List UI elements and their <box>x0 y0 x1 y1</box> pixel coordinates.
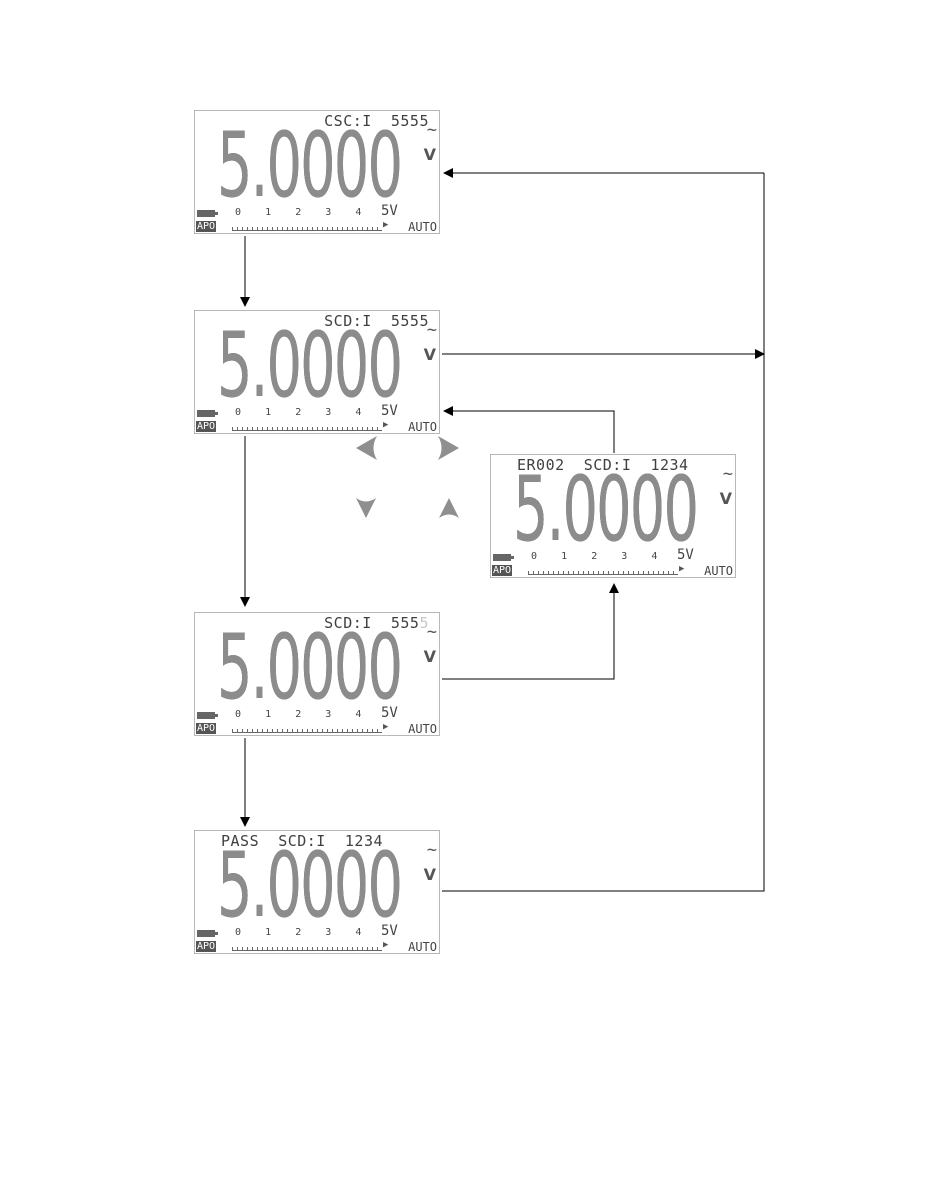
unit-label: V <box>423 647 436 666</box>
down-arrow-icon <box>356 498 376 518</box>
status-line: PASS SCD:I 1234 <box>221 832 383 850</box>
battery-icon <box>197 210 218 217</box>
status-line: SCD:I 5555 <box>324 614 429 632</box>
bargraph-ticks <box>528 571 678 575</box>
bargraph-baseline <box>528 574 678 575</box>
main-reading: 5.0000 <box>217 113 403 218</box>
bargraph-end-icon: ▶ <box>383 220 389 230</box>
mode-text: CSC:I <box>324 112 372 130</box>
status-text: PASS <box>221 832 260 850</box>
bargraph-end-icon: ▶ <box>383 940 389 950</box>
bargraph-baseline <box>232 732 382 733</box>
ac-icon: ~ <box>426 120 437 140</box>
right-arrow-icon <box>438 436 459 460</box>
range-label: AUTO <box>408 220 437 234</box>
count-text: 5555 <box>390 112 429 130</box>
bargraph-unit: 5V <box>677 547 694 563</box>
bargraph-end-icon: ▶ <box>679 564 685 574</box>
count-text: 555 <box>390 614 420 632</box>
mode-text: SCD:I <box>278 832 326 850</box>
bargraph-baseline <box>232 430 382 431</box>
bargraph-unit: 5V <box>381 403 398 419</box>
key-arrows <box>356 436 459 518</box>
mode-text: SCD:I <box>324 614 372 632</box>
arrow-screen4-to-error <box>442 583 619 680</box>
bargraph-baseline <box>232 230 382 231</box>
bargraph-scale: 0 1 2 3 4 <box>235 407 362 418</box>
ac-icon: ~ <box>722 464 733 484</box>
count-text: 1234 <box>650 456 689 474</box>
battery-icon <box>197 712 218 719</box>
apo-badge: APO <box>196 723 217 734</box>
status-line: ER002 SCD:I 1234 <box>517 456 689 474</box>
bargraph-ticks <box>232 227 382 231</box>
bargraph-end-icon: ▶ <box>383 420 389 430</box>
apo-badge: APO <box>196 421 217 432</box>
status-line: SCD:I 5555 <box>324 312 429 330</box>
up-arrow-icon <box>439 498 459 518</box>
mode-text: SCD:I <box>324 312 372 330</box>
battery-icon <box>493 554 514 561</box>
unit-label: V <box>719 489 732 508</box>
count-text: 5555 <box>390 312 429 330</box>
bargraph-unit: 5V <box>381 705 398 721</box>
main-reading: 5.0000 <box>217 833 403 938</box>
left-arrow-icon <box>356 436 377 460</box>
range-label: AUTO <box>704 564 733 578</box>
bargraph-baseline <box>232 950 382 951</box>
bargraph-unit: 5V <box>381 203 398 219</box>
range-label: AUTO <box>408 940 437 954</box>
main-reading: 5.0000 <box>217 615 403 720</box>
bargraph-ticks <box>232 427 382 431</box>
ac-icon: ~ <box>426 320 437 340</box>
status-line: CSC:I 5555 <box>324 112 429 130</box>
range-label: AUTO <box>408 722 437 736</box>
bargraph-end-icon: ▶ <box>383 722 389 732</box>
bargraph-scale: 0 1 2 3 4 <box>235 927 362 938</box>
count-dim-text: 5 <box>419 614 429 632</box>
bargraph-ticks <box>232 729 382 733</box>
bargraph-ticks <box>232 947 382 951</box>
apo-badge: APO <box>196 941 217 952</box>
ac-icon: ~ <box>426 840 437 860</box>
unit-label: V <box>423 865 436 884</box>
unit-label: V <box>423 145 436 164</box>
ac-icon: ~ <box>426 622 437 642</box>
main-reading: 5.0000 <box>217 313 403 418</box>
battery-icon <box>197 930 218 937</box>
bargraph-scale: 0 1 2 3 4 <box>235 709 362 720</box>
arrow-error-to-screen2 <box>443 406 615 453</box>
mode-text: SCD:I <box>583 456 632 474</box>
battery-icon <box>197 410 218 417</box>
loop-line <box>442 173 765 892</box>
bargraph-scale: 0 1 2 3 4 <box>235 207 362 218</box>
apo-badge: APO <box>196 221 217 232</box>
unit-label: V <box>423 345 436 364</box>
count-text: 1234 <box>344 832 384 850</box>
apo-badge: APO <box>492 565 513 576</box>
main-reading: 5.0000 <box>513 457 699 562</box>
status-text: ER002 <box>517 456 565 474</box>
range-label: AUTO <box>408 420 437 434</box>
bargraph-unit: 5V <box>381 923 398 939</box>
bargraph-scale: 0 1 2 3 4 <box>531 551 658 562</box>
